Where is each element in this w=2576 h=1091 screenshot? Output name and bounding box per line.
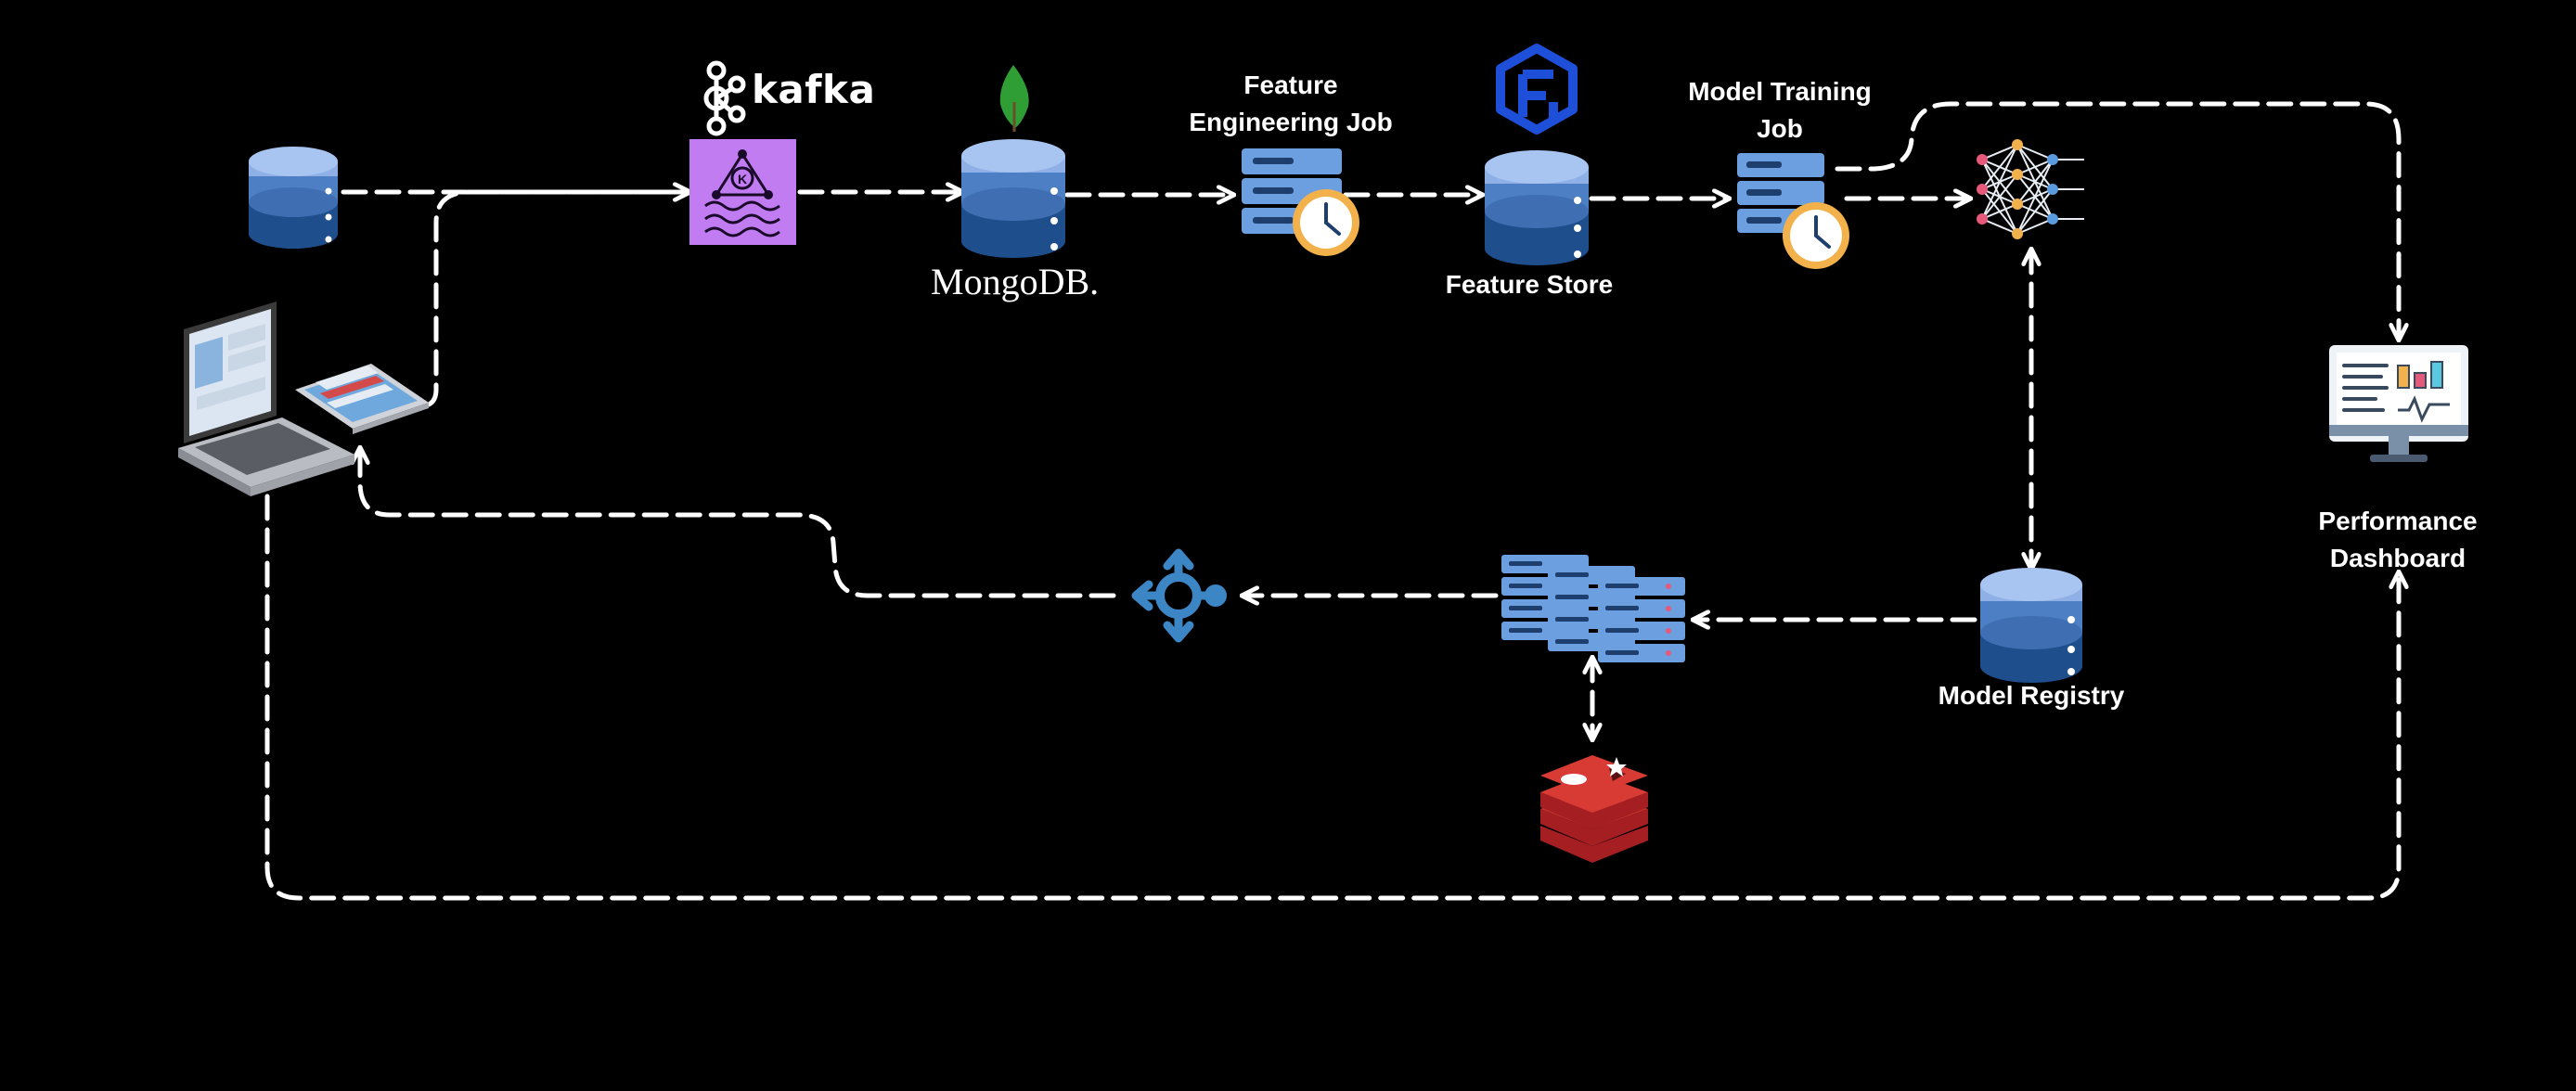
connections (264, 101, 2399, 901)
model-training-job-icon (1737, 153, 1849, 269)
performance-dashboard-label: Performance Dashboard (2318, 503, 2477, 577)
flow-devices-to-dashboard (264, 494, 2399, 901)
flow-devices-to-kafka (426, 189, 691, 407)
clock-icon (1783, 202, 1849, 269)
source-database (249, 147, 338, 249)
model-training-job-label-line-2: Job (1757, 114, 1803, 143)
feature-store-label: Feature Store (1445, 270, 1614, 299)
mongodb-leaf-icon (999, 65, 1029, 132)
feature-engineering-job-label-line-1: Feature (1243, 71, 1338, 99)
svg-text:K: K (738, 172, 747, 186)
client-devices-icon (178, 302, 429, 496)
redis-icon (1540, 755, 1648, 863)
mongodb-wordmark: MongoDB. (931, 261, 1100, 302)
feature-store-database-icon (1485, 150, 1589, 265)
router-icon (1131, 548, 1227, 643)
server-stack-icon (1737, 153, 1824, 233)
flow-router-to-devices (360, 449, 1116, 598)
server-cluster-icon (1501, 555, 1685, 662)
mongodb-database-icon (961, 139, 1065, 258)
flow-training-to-dashboard (1835, 101, 2399, 339)
performance-dashboard-label-line-1: Performance (2318, 507, 2478, 535)
monitor-dashboard-icon (2329, 345, 2468, 462)
tablet-icon (295, 364, 429, 434)
clock-icon (1293, 189, 1359, 256)
neural-network-icon (1977, 139, 2084, 239)
model-training-job-label-line-1: Model Training (1688, 77, 1872, 106)
kafka-logo-icon (703, 60, 746, 136)
feature-engineering-job-label-line-2: Engineering Job (1189, 108, 1393, 136)
laptop-icon (178, 302, 354, 496)
model-registry-database-icon (1980, 568, 2082, 683)
feature-engineering-job-icon (1242, 148, 1359, 256)
performance-dashboard-label-line-2: Dashboard (2329, 544, 2467, 572)
model-registry-label: Model Registry (1938, 681, 2125, 710)
feast-logo-icon (1496, 44, 1578, 135)
feature-engineering-job-label: Feature Engineering Job (1189, 67, 1392, 141)
model-training-job-label: Model Training Job (1688, 73, 1872, 148)
kafka-stream-icon: K (689, 139, 796, 245)
kafka-wordmark: kafka (752, 67, 876, 112)
